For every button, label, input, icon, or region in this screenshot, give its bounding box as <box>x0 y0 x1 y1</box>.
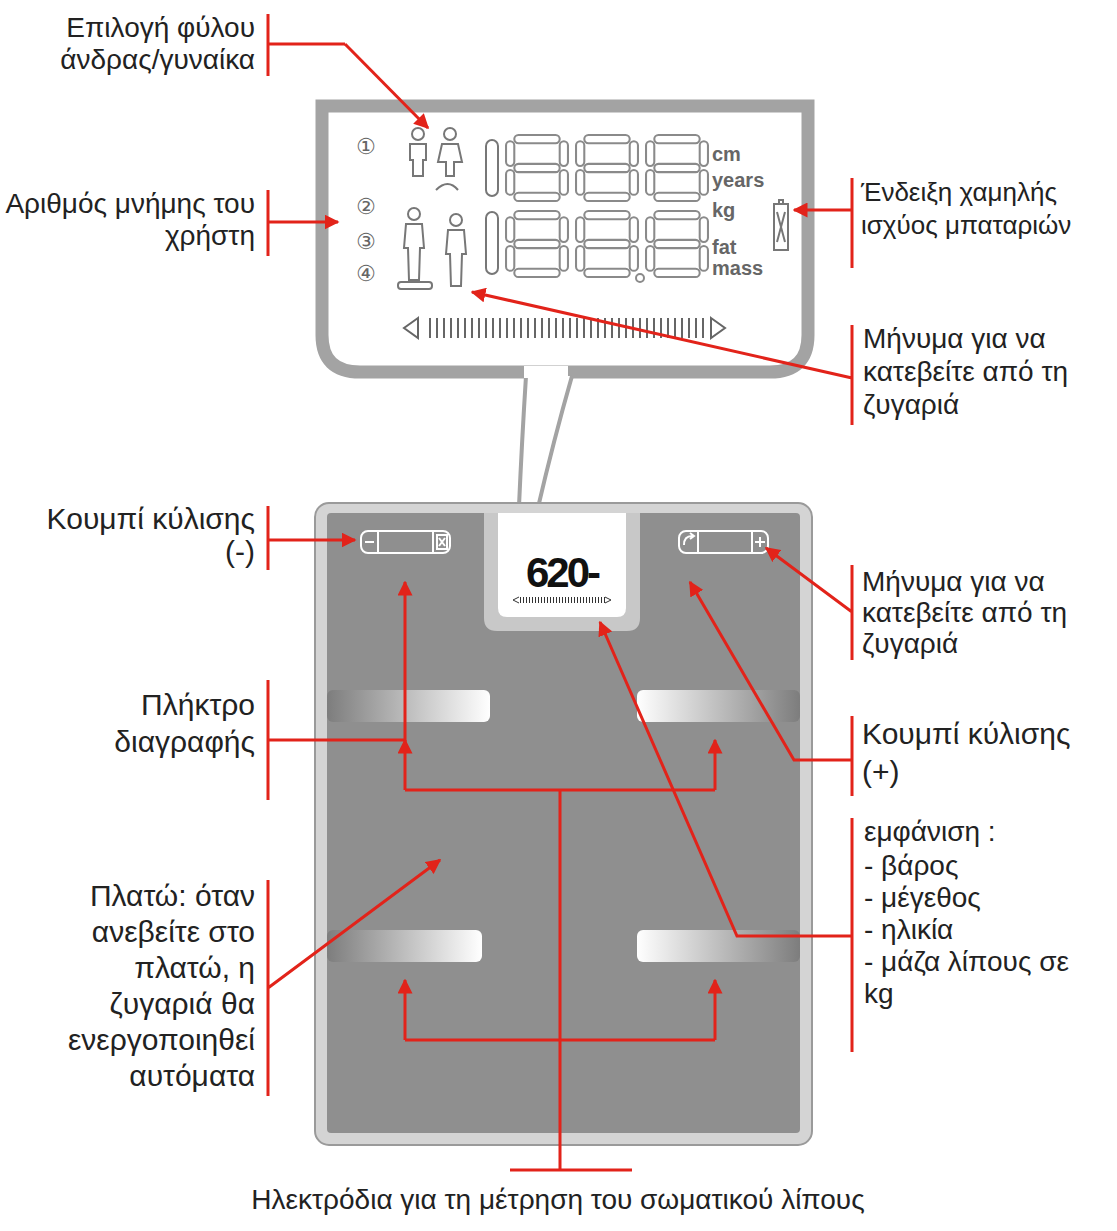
lcd-unit: kg <box>712 199 772 221</box>
memory-number: ① <box>356 134 384 160</box>
callout-label: Μήνυμα για να κατεβείτε από τη ζυγαριά <box>862 566 1112 659</box>
lcd-unit: mass <box>712 257 774 279</box>
display-list-item: εμφάνιση : <box>864 816 1109 848</box>
memory-number: ④ <box>356 261 384 287</box>
callout-label: Πλατώ: όταν ανεβείτε στο πλατώ, η ζυγαρι… <box>40 878 255 1094</box>
callout-label: Κουμπί κύλισης (-) <box>20 502 255 568</box>
callout-label: Μήνυμα για να κατεβείτε από τη ζυγαριά <box>863 322 1113 421</box>
callout-label: Κουμπί κύλισης (+) <box>862 715 1092 791</box>
lcd-unit: cm <box>712 143 772 165</box>
lcd-unit: fat <box>712 236 772 258</box>
memory-number: ③ <box>356 229 384 255</box>
callout-label: Πλήκτρο διαγραφής <box>70 686 255 760</box>
display-list-item: - ηλικία <box>864 914 1109 946</box>
lcd-unit: years <box>712 169 774 191</box>
display-list-item: - βάρος <box>864 850 1109 882</box>
callout-label: Επιλογή φύλου άνδρας/γυναίκα <box>5 12 255 76</box>
callout-label: Ένδειξη χαμηλής ισχύος μπαταριών <box>861 176 1113 242</box>
display-reading: 620- <box>500 550 624 596</box>
display-list-item: - μέγεθος <box>864 882 1109 914</box>
memory-number: ② <box>356 194 384 220</box>
callout-label: Ηλεκτρόδια για τη μέτρηση του σωματικού … <box>58 1184 1058 1216</box>
callout-label: Αριθμός μνήμης του χρήστη <box>5 188 255 252</box>
display-list-item: - μάζα λίπους σε kg <box>864 946 1089 1010</box>
